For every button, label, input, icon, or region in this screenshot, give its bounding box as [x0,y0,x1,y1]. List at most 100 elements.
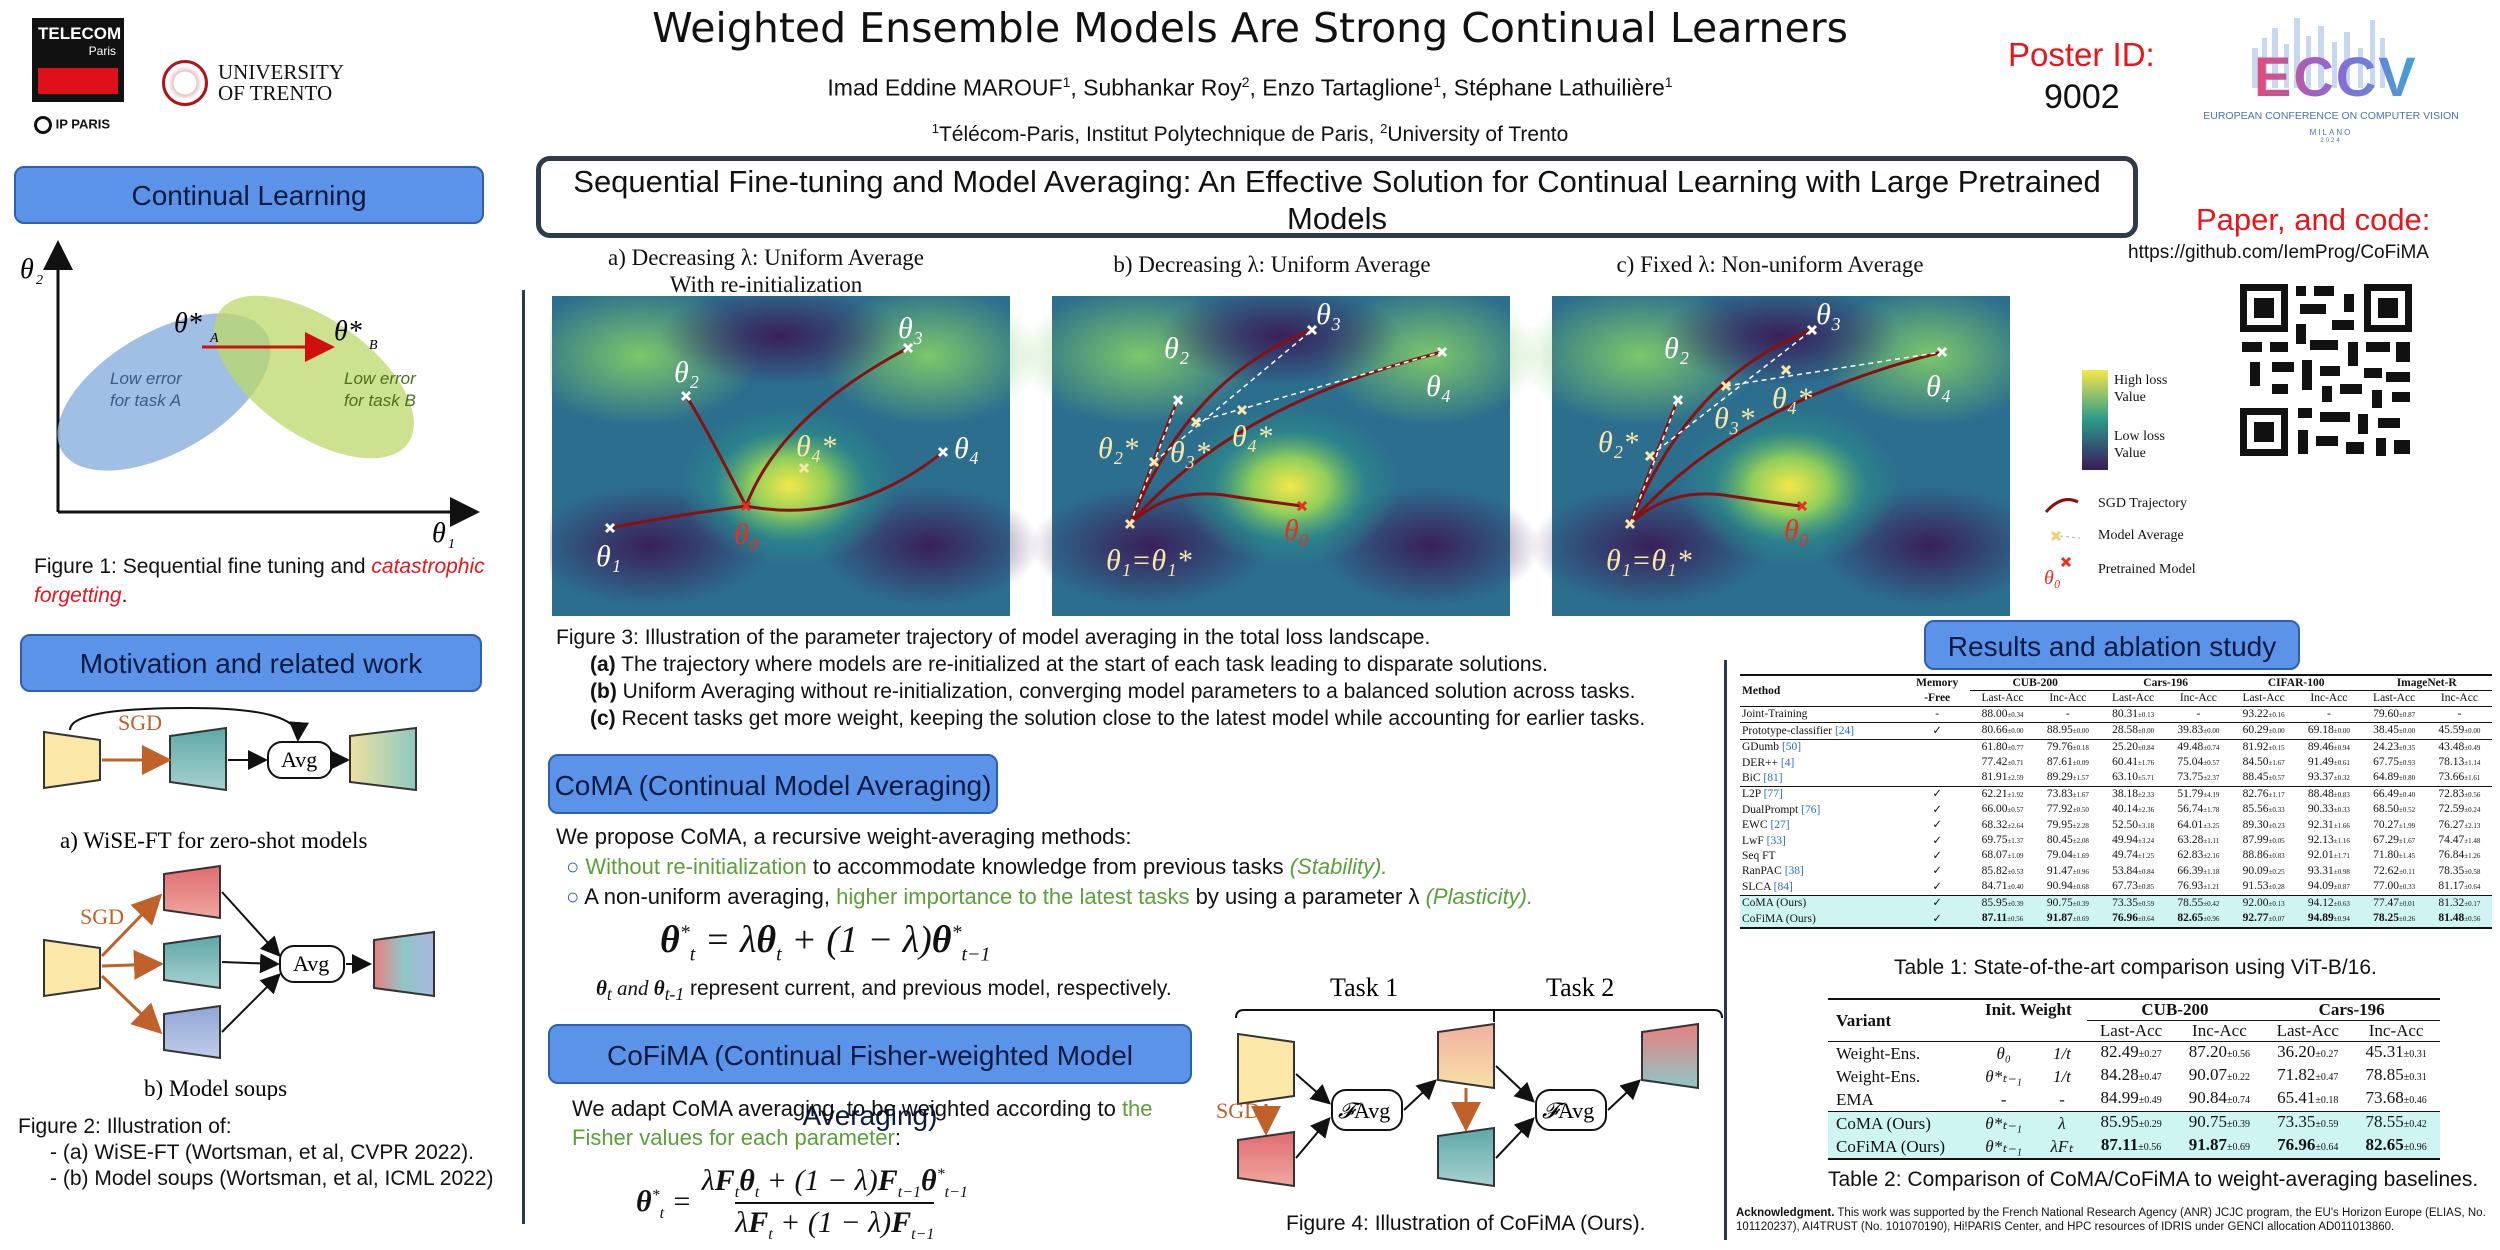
t1-cell: 45.59±0.00 [2438,724,2481,737]
t2-cell: 84.99±0.49 [2100,1088,2162,1107]
legend-avg-icon [2050,530,2081,542]
t2-weight: - [2059,1089,2065,1109]
t1-cell: 92.13±1.16 [2307,834,2350,847]
github-link[interactable]: https://github.com/IemProg/CoFiMA [2128,242,2429,263]
t1-cell: 70.27±1.99 [2373,818,2416,831]
svg-text:θ₂*: θ₂* [1598,426,1638,459]
t1-cell: 90.94±0.68 [2046,880,2089,893]
coma-bullet-2: ○ A non-uniform averaging, higher import… [566,884,1534,909]
t1-cell: 89.30±0.23 [2242,818,2285,831]
eccv-city: MILANO [2309,128,2353,137]
right-column-divider [1724,660,1727,1240]
coma-bullet-1: ○ Without re-initialization to accommoda… [566,854,1388,879]
svg-text:for task B: for task B [344,391,416,410]
t1-cell: 90.75±0.39 [2046,896,2089,909]
t2-weight: 1/t [2052,1043,2071,1063]
t2-cell: 82.49±0.27 [2100,1042,2162,1061]
eccv-skyline [2252,18,2385,88]
author-name: Imad Eddine MAROUF [827,74,1063,101]
svg-text:θ₁=θ₁*: θ₁=θ₁* [1106,544,1192,577]
t1-cell: 93.37±0.32 [2307,771,2350,784]
t1-h-method: Method [1742,684,1781,697]
eccv-year: 2024 [2320,138,2342,144]
t2-cell: 78.85±0.31 [2365,1065,2427,1084]
acknowledgment: Acknowledgment. This work was supported … [1736,1207,2486,1233]
t1-cell: 39.83±0.00 [2177,724,2220,737]
poster-id: 9002 [2044,78,2120,116]
telecom-logo: TELECOM Paris [32,18,124,102]
t1-cell: 71.80±1.45 [2373,849,2416,862]
fig4-task2: Task 2 [1546,973,1614,1002]
theta-b-label: θ* [334,316,362,347]
svg-text:θ₃: θ₃ [898,312,923,345]
fig2-item-a: - (a) WiSE-FT (Wortsman, et al, CVPR 202… [50,1141,474,1164]
svg-text:θ₃*: θ₃* [1170,436,1210,469]
fig4-task1: Task 1 [1330,973,1398,1002]
t1-cell: 91.53±0.28 [2242,880,2285,893]
t1-cell: 81.48±0.56 [2438,912,2481,925]
cofima-equation: θ*t = λFtθt + (1 − λ)Ft−1θ*t−1 λFt + (1 … [636,1164,968,1243]
t1-memory-free: ✓ [1932,897,1943,910]
t1-cell: 72.83±0.56 [2438,787,2481,800]
legend-avg: Model Average [2098,528,2184,543]
t1-cell: 76.93±1.21 [2177,880,2220,893]
t1-cell: 66.39±1.18 [2177,864,2220,877]
t1-cell: 92.00±0.13 [2242,896,2285,909]
t1-cell: 78.25±0.26 [2373,912,2416,925]
t1-cell: 88.86±0.83 [2242,849,2285,862]
t2-weight: 1/t [2052,1066,2071,1086]
t1-cell: 66.49±0.40 [2373,787,2416,800]
t1-method: LwF [33] [1742,834,1786,847]
svg-text:A: A [209,331,219,346]
t2-cell: 87.20±0.56 [2188,1042,2251,1061]
t2-cell: 76.96±0.64 [2277,1135,2339,1154]
t1-cell: 87.99±0.05 [2242,834,2285,847]
cofima-header: CoFiMA (Continual Fisher-weighted Model … [548,1024,1192,1131]
t1-cell: 73.66±1.61 [2438,771,2481,784]
fig4-avg1: Avg [1354,1098,1390,1123]
author-name: Enzo Tartaglione [1262,74,1434,101]
t1-cell: 80.31±0.13 [2112,707,2155,720]
author-name: Subhankar Roy [1083,74,1242,101]
t1-memory-free: ✓ [1932,803,1943,816]
t1-cell: 93.31±0.98 [2307,864,2350,877]
t1-cell: 62.21±1.92 [1981,787,2024,800]
t2-cell: 78.55±0.42 [2365,1112,2427,1131]
fig2b-caption: b) Model soups [144,1076,287,1100]
t1-cell: 87.61±0.09 [2046,756,2089,769]
t1-cell: - [2457,707,2462,720]
t1-method: CoMA (Ours) [1742,897,1807,910]
svg-text:θ₄: θ₄ [954,432,979,465]
t1-group-0: CUB-200 [1969,675,2101,692]
t1-memory-free: - [1935,708,1940,721]
affiliation: Télécom-Paris, Institut Polytechnique de… [938,123,1375,146]
t1-memory-free: ✓ [1932,912,1943,925]
telecom-logo-text: TELECOM [38,24,122,43]
t1-group-2: CIFAR-100 [2230,675,2362,692]
fig3-item-c: (c) Recent tasks get more weight, keepin… [590,707,1646,730]
t2-init: θ₀ [1996,1043,2011,1063]
t1-method: RanPAC [38] [1742,865,1804,878]
affiliations: 1Télécom-Paris, Institut Polytechnique d… [931,121,1569,146]
t2-cell: 90.07±0.22 [2188,1065,2251,1084]
t2-init: θ*ₜ₋₁ [1985,1136,2023,1156]
t1-cell: 24.23±0.35 [2373,740,2416,753]
left-column-divider [522,290,525,1224]
t1-cell: 76.96±0.64 [2112,912,2155,925]
t2-cell: 90.75±0.39 [2188,1112,2251,1131]
t1-cell: 74.47±1.48 [2438,834,2481,847]
t1-cell: - [2326,707,2331,720]
qr-code[interactable] [2236,280,2416,460]
t1-method: GDumb [50] [1742,741,1802,754]
poster-title: Weighted Ensemble Models Are Strong Cont… [652,4,1848,52]
t2-group-1: Cars-196 [2263,999,2440,1021]
